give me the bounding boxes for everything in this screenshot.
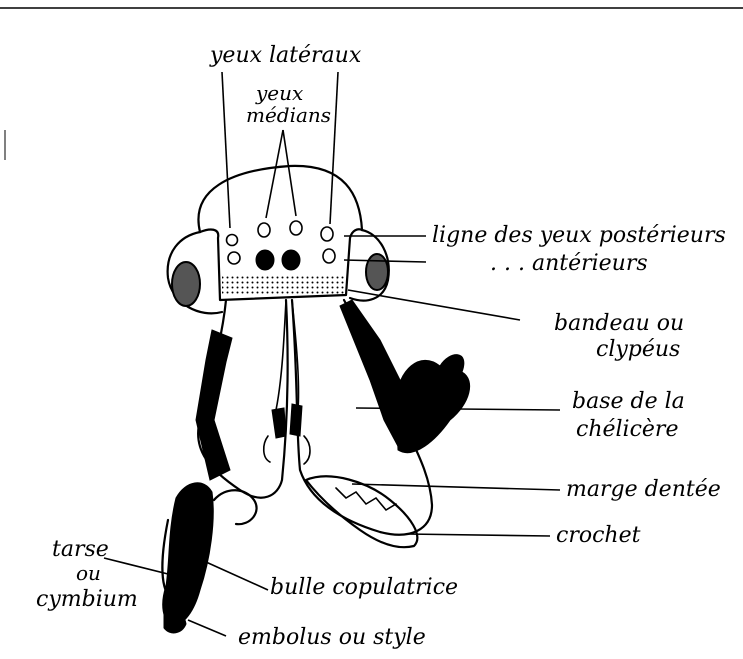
label-ligne-posterieurs: ligne des yeux postérieurs [432, 223, 726, 248]
clypeus-band [222, 276, 346, 294]
label-bulle: bulle copulatrice [270, 575, 458, 600]
label-embolus: embolus ou style [238, 625, 426, 650]
eye-anterior-lateral-left [228, 252, 240, 264]
label-marge: marge dentée [566, 477, 721, 502]
label-yeux-medians-2: médians [246, 103, 331, 127]
eye-posterior-median-right [290, 221, 302, 235]
eyes [227, 221, 336, 270]
eye-posterior-lateral-right [321, 227, 333, 241]
eye-anterior-median-left [256, 250, 274, 270]
eye-anterior-lateral-right [323, 249, 335, 263]
eye-anterior-median-right [282, 250, 300, 270]
label-bandeau-1: bandeau ou [554, 311, 684, 336]
label-ligne-anterieurs: . . . antérieurs [490, 251, 648, 276]
eye-posterior-lateral-left [227, 235, 238, 246]
label-tarse-2: ou [76, 561, 101, 585]
right-lateral-hatched-lobe [366, 254, 388, 290]
label-tarse-1: tarse [52, 537, 109, 562]
label-crochet: crochet [556, 523, 641, 548]
eye-posterior-median-left [258, 223, 270, 237]
label-base-2: chélicère [576, 417, 678, 442]
left-lateral-hatched-lobe [172, 262, 200, 306]
label-base-1: base de la [572, 389, 685, 414]
label-tarse-3: cymbium [36, 587, 138, 612]
label-yeux-medians-1: yeux [255, 81, 303, 105]
label-yeux-lateraux: yeux latéraux [209, 43, 362, 68]
label-bandeau-2: clypéus [596, 337, 680, 362]
